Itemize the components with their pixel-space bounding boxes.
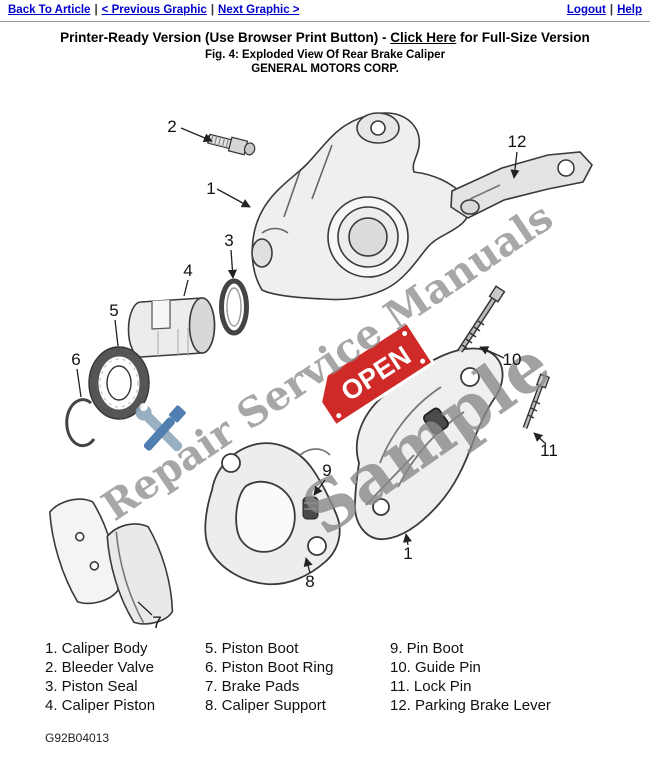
previous-graphic-link[interactable]: < Previous Graphic — [101, 4, 207, 16]
figure-caption: Fig. 4: Exploded View Of Rear Brake Cali… — [204, 49, 446, 61]
legend-item: 3. Piston Seal — [45, 678, 138, 695]
logout-link[interactable]: Logout — [566, 4, 606, 16]
legend-item: 1. Caliper Body — [45, 640, 148, 657]
document-code: G92B04013 — [45, 731, 110, 745]
full-size-version-link[interactable]: Click Here — [390, 30, 457, 45]
guide-pin — [457, 285, 506, 353]
callout-number: 2 — [167, 117, 176, 136]
parts-legend: 1. Caliper Body 2. Bleeder Valve 3. Pist… — [45, 639, 650, 715]
legend-item: 12. Parking Brake Lever — [390, 697, 551, 714]
pin-boot — [302, 496, 319, 520]
manufacturer-name: GENERAL MOTORS CORP. — [251, 63, 399, 75]
callout-numbers: 2 1 12 3 4 5 6 9 10 11 8 7 1 — [71, 117, 558, 632]
legend-item: 11. Lock Pin — [390, 678, 472, 695]
callout-number: 6 — [71, 350, 80, 369]
caliper-assembly-right — [354, 347, 504, 540]
divider: | — [94, 4, 98, 16]
caliper-piston — [127, 297, 216, 358]
callout-number: 5 — [109, 301, 118, 320]
callout-number: 9 — [322, 461, 331, 480]
callout-number: 12 — [508, 132, 527, 151]
callout-number: 7 — [152, 613, 161, 632]
callout-number: 10 — [503, 350, 522, 369]
nav-left: Back To Article|< Previous Graphic|Next … — [8, 4, 300, 16]
legend-item: 10. Guide Pin — [390, 659, 481, 676]
legend-item: 5. Piston Boot — [205, 640, 299, 657]
caliper-support — [204, 442, 341, 586]
divider: | — [609, 4, 614, 16]
callout-number: 11 — [540, 441, 558, 460]
printer-ready-prefix: Printer-Ready Version (Use Browser Print… — [60, 30, 391, 45]
legend-column-1: 1. Caliper Body 2. Bleeder Valve 3. Pist… — [45, 639, 205, 715]
piston-boot — [88, 346, 150, 420]
legend-item: 6. Piston Boot Ring — [205, 659, 334, 676]
divider: | — [210, 4, 215, 16]
printer-ready-suffix: for Full-Size Version — [456, 30, 590, 45]
legend-column-3: 9. Pin Boot 10. Guide Pin 11. Lock Pin 1… — [390, 639, 551, 715]
callout-number: 8 — [305, 572, 314, 591]
parking-brake-lever — [450, 151, 593, 219]
legend-item: 8. Caliper Support — [205, 697, 326, 714]
callout-number: 3 — [224, 231, 233, 250]
legend-item: 4. Caliper Piston — [45, 697, 156, 714]
legend-item: 9. Pin Boot — [390, 640, 464, 657]
tools-icon — [135, 402, 186, 452]
bleeder-valve — [204, 133, 256, 156]
brake-pads — [48, 498, 174, 625]
back-to-article-link[interactable]: Back To Article — [8, 4, 91, 16]
caliper-body — [251, 112, 471, 301]
nav-right: Logout|Help — [567, 4, 642, 16]
next-graphic-link[interactable]: Next Graphic > — [218, 4, 300, 16]
legend-column-2: 5. Piston Boot 6. Piston Boot Ring 7. Br… — [205, 639, 390, 715]
top-navigation: Back To Article|< Previous Graphic|Next … — [0, 0, 650, 22]
legend-item: 7. Brake Pads — [205, 678, 300, 695]
lock-pin — [522, 373, 551, 429]
callout-number: 1 — [403, 544, 412, 563]
callout-leaders — [76, 127, 547, 616]
callout-number: 4 — [183, 261, 192, 280]
help-link[interactable]: Help — [617, 4, 642, 16]
piston-seal — [219, 278, 249, 336]
callout-number: 1 — [206, 179, 215, 198]
legend-item: 2. Bleeder Valve — [45, 659, 154, 676]
exploded-view-diagram: OPEN Repair Service Manuals Sample 2 1 1… — [48, 112, 593, 632]
piston-boot-ring — [65, 398, 96, 448]
printer-ready-title: Printer-Ready Version (Use Browser Print… — [0, 30, 650, 45]
